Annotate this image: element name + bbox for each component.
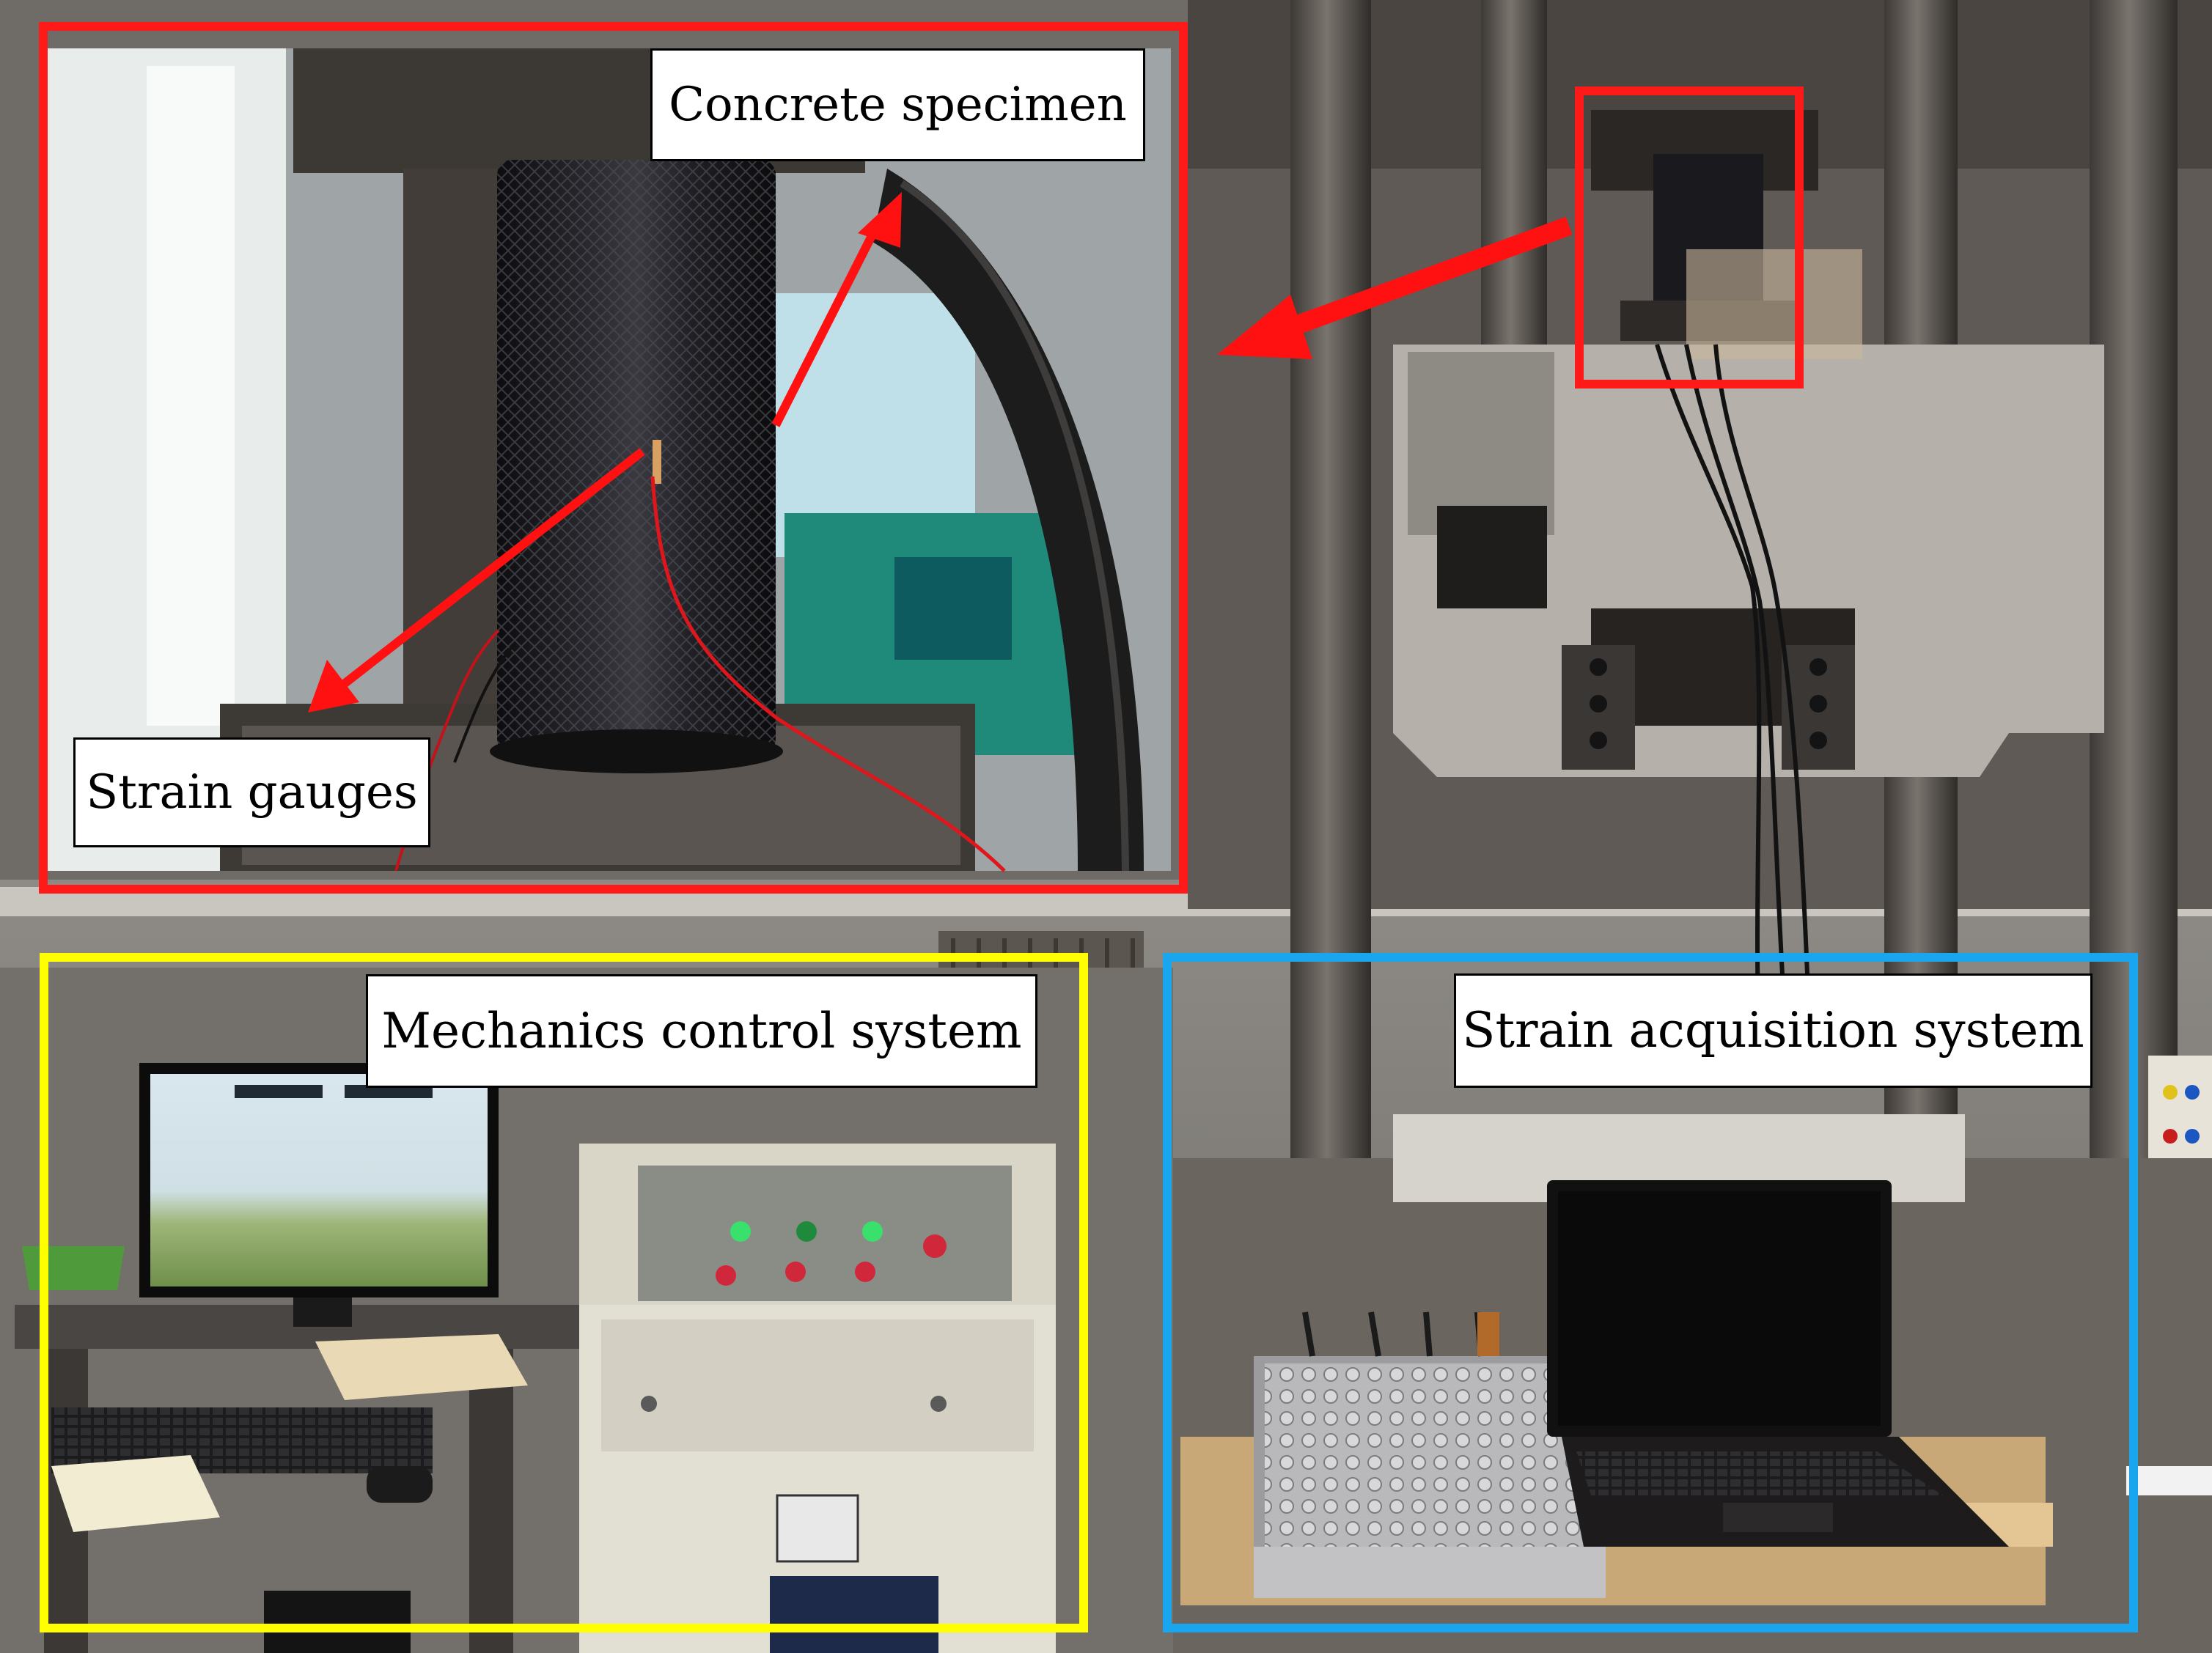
acquisition-system-frame <box>1163 953 2138 1632</box>
specimen-detail-frame <box>1575 86 1804 389</box>
arrow-to-inset <box>1217 216 1573 359</box>
specimen-frame <box>39 22 1188 894</box>
strain-acquisition-system-label: Strain acquisition system <box>1454 973 2092 1088</box>
arrow-to-gauges-label <box>308 448 645 713</box>
arrow-to-specimen-label <box>771 192 902 427</box>
mechanics-control-system-label: Mechanics control system <box>366 974 1037 1088</box>
strain-gauges-label: Strain gauges <box>73 737 430 847</box>
control-system-frame <box>40 953 1088 1632</box>
concrete-specimen-label: Concrete specimen <box>650 48 1145 161</box>
